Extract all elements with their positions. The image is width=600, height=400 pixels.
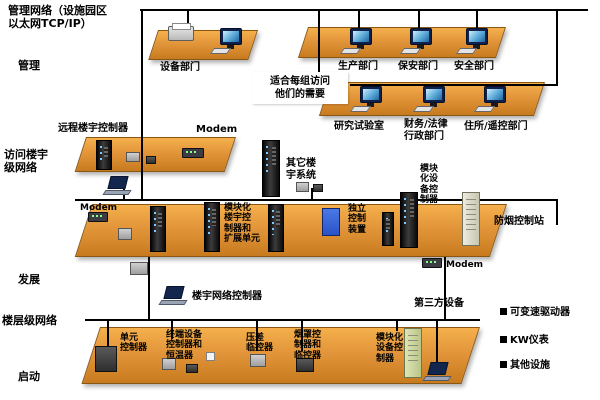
- desktop-computer-icon: [455, 28, 488, 54]
- controller-tower-icon: [268, 204, 284, 252]
- connector-line: [318, 9, 320, 72]
- small-device-icon: [313, 184, 323, 192]
- connector-line: [350, 84, 558, 86]
- label-independent-control: 独立 控制 装置: [348, 204, 367, 235]
- connector-line: [418, 9, 420, 31]
- desktop-computer-icon: [349, 86, 382, 112]
- small-device-icon: [296, 182, 309, 192]
- unit-controller-icon: [95, 346, 117, 372]
- legend-label: KW仪表: [510, 335, 549, 346]
- legend-item-kw-meter: KW仪表: [500, 331, 549, 346]
- note-access-needs: 适合每组访问 他们的需要: [252, 72, 348, 104]
- page-title: 管理网络（设施园区 以太网TCP/IP）: [8, 4, 107, 30]
- side-label-access: 访问楼宇 级网络: [4, 148, 48, 174]
- label-remote-building-controller: 远程楼宇控制器: [58, 123, 128, 134]
- connector-line: [476, 9, 478, 31]
- label-modular-building-controller: 模块化 楼宇控 制器和 扩展单元: [224, 203, 261, 245]
- thermostat-icon: [206, 352, 215, 361]
- desktop-computer-icon: [473, 86, 506, 112]
- modem-icon: [182, 148, 204, 158]
- modem-icon: [422, 258, 442, 268]
- connector-line: [396, 319, 398, 331]
- label-finance-legal: 财务/法律 行政部门: [404, 119, 448, 142]
- connector-line: [141, 9, 143, 201]
- label-safety-dept: 安全部门: [454, 61, 494, 72]
- label-modem-right: Modem: [446, 260, 484, 270]
- label-equipment-dept: 设备部门: [160, 62, 200, 73]
- controller-tower-icon: [150, 206, 166, 252]
- desktop-computer-icon: [412, 86, 445, 112]
- controller-tower-icon: [262, 140, 280, 197]
- pressure-monitor-icon: [250, 354, 266, 367]
- legend-item-vsd: 可变速驱动器: [500, 303, 570, 318]
- desktop-computer-icon: [209, 28, 242, 54]
- label-third-party: 第三方设备: [414, 298, 464, 309]
- hood-controller-icon: [296, 358, 314, 372]
- small-device-icon: [146, 156, 156, 164]
- legend-square-icon: [500, 336, 507, 343]
- side-label-management: 管理: [18, 59, 40, 72]
- backbone-line: [140, 9, 588, 11]
- side-label-floor: 楼层级网络: [2, 314, 57, 327]
- controller-tower-icon: [400, 192, 418, 248]
- desktop-computer-icon: [339, 28, 372, 54]
- label-unit-controller: 单元 控制器: [120, 333, 148, 354]
- desktop-computer-icon: [399, 28, 432, 54]
- connector-line: [256, 319, 258, 351]
- side-label-startup: 启动: [18, 370, 40, 383]
- modem-icon: [88, 212, 108, 222]
- legend-square-icon: [500, 361, 507, 368]
- connector-line: [436, 319, 438, 363]
- small-device-icon: [130, 262, 148, 275]
- controller-tower-icon: [96, 140, 112, 170]
- modular-device-controller-icon: [404, 328, 422, 378]
- legend-label: 其他设施: [510, 360, 550, 371]
- connector-line: [444, 257, 446, 321]
- label-modular-equipment-controller: 模块 化设 备控 制器: [420, 164, 439, 206]
- label-production-dept: 生产部门: [338, 61, 378, 72]
- connector-line: [148, 257, 150, 321]
- access-network-line: [75, 199, 557, 201]
- label-modem-top: Modem: [196, 124, 238, 135]
- connector-line: [358, 9, 360, 31]
- independent-control-device-icon: [322, 208, 340, 236]
- label-smoke-control-station: 防烟控制站: [494, 216, 544, 227]
- connector-line: [556, 9, 558, 86]
- connector-line: [107, 319, 109, 347]
- label-modem-left: Modem: [80, 203, 118, 213]
- laptop-icon: [102, 176, 132, 195]
- laptop-icon: [158, 286, 188, 305]
- legend-square-icon: [500, 308, 507, 315]
- connector-line: [171, 319, 173, 339]
- floor-network-line: [85, 319, 480, 321]
- legend-label: 可变速驱动器: [510, 307, 570, 318]
- label-modular-device-controller: 模块化 设备控 制器: [376, 333, 404, 364]
- laptop-icon: [422, 362, 452, 381]
- connector-line: [311, 188, 313, 200]
- platform-access-level: [74, 204, 507, 257]
- small-device-icon: [186, 364, 198, 373]
- label-research-lab: 研究试验室: [334, 121, 384, 132]
- label-pressure-monitor: 压差 临控器: [246, 333, 274, 354]
- smoke-control-station-icon: [462, 192, 480, 246]
- side-label-development: 发展: [18, 273, 40, 286]
- legend-item-other: 其他设施: [500, 356, 550, 371]
- label-hood-controller: 烟罩控 制器和 临控器: [294, 330, 322, 361]
- connector-line: [187, 9, 189, 31]
- label-other-building-systems: 其它楼 宇系统: [286, 158, 316, 181]
- label-residence-remote: 住所/遥控部门: [464, 121, 528, 132]
- small-device-icon: [126, 152, 140, 162]
- label-terminal-controller: 终端设备 控制器和 恒温器: [166, 330, 203, 361]
- printer-icon: [168, 23, 194, 41]
- label-building-network-controller: 楼宇网络控制器: [192, 291, 262, 302]
- small-device-icon: [162, 358, 176, 370]
- connector-line: [556, 199, 558, 225]
- controller-tower-icon: [204, 202, 220, 252]
- label-security-dept: 保安部门: [398, 61, 438, 72]
- connector-line: [301, 319, 303, 351]
- controller-tower-icon: [382, 212, 394, 246]
- small-device-icon: [118, 228, 132, 240]
